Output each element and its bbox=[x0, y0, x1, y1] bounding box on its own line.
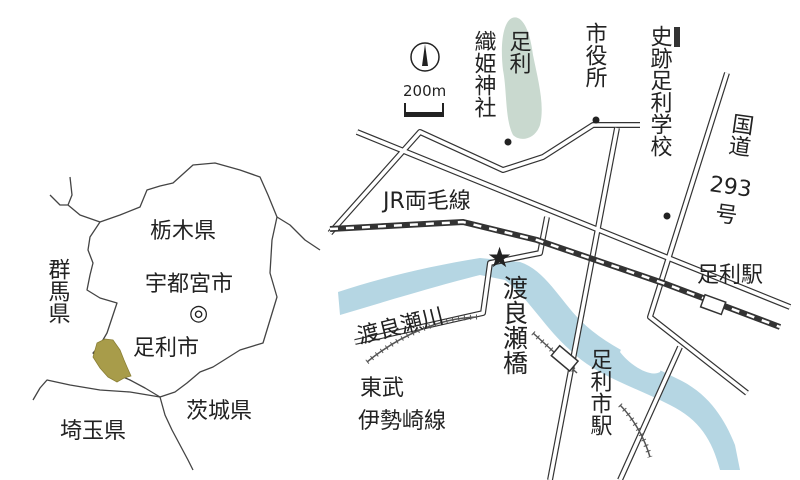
tobu-label-1: 東武 bbox=[360, 376, 404, 401]
city-hall-label: 市役所 bbox=[582, 22, 608, 88]
scale-label: 200m bbox=[403, 82, 446, 100]
school-marker bbox=[663, 212, 671, 220]
ashikagashi-station-icon bbox=[550, 344, 580, 373]
capital-symbol-icon: ◎ bbox=[189, 301, 208, 326]
shrine-label-2: 織姫神社 bbox=[471, 30, 497, 118]
ibaraki-label: 茨城県 bbox=[186, 399, 252, 424]
route-293-label: 国道 293 号 bbox=[708, 111, 756, 227]
jr-station-label: 足利駅 bbox=[697, 263, 763, 288]
saitama-label: 埼玉県 bbox=[60, 419, 126, 444]
scale-bar-fill bbox=[405, 112, 443, 116]
route-label-3: 号 bbox=[710, 201, 738, 227]
jr-line-label: JR両毛線 bbox=[381, 189, 471, 214]
bridge-star-icon: ★ bbox=[487, 241, 512, 274]
route-label-2: 293 bbox=[708, 172, 753, 203]
gunma-border bbox=[49, 176, 101, 223]
utsunomiya-label: 宇都宮市 bbox=[145, 272, 233, 297]
ashikaga-area bbox=[92, 338, 132, 383]
ashikaga-station-icon bbox=[699, 293, 727, 316]
park-area bbox=[501, 17, 542, 139]
tochigi-label: 栃木県 bbox=[150, 219, 216, 244]
bridge-label: 渡良瀬橋 bbox=[500, 275, 529, 375]
shrine-marker bbox=[504, 138, 512, 146]
school-label: 史跡足利学校 bbox=[647, 25, 673, 157]
inset-map: 栃木県 宇都宮市 ◎ 足利市 群馬県 埼玉県 茨城県 bbox=[32, 162, 321, 471]
saitama-border bbox=[32, 379, 161, 401]
ashikaga-city-label: 足利市 bbox=[133, 336, 199, 361]
jr-ryomo-line-dashes bbox=[329, 220, 781, 329]
tobu-isesaki-line-ticks bbox=[365, 314, 478, 364]
river-island bbox=[620, 340, 661, 374]
tobu-station-label: 足利市駅 bbox=[587, 348, 613, 436]
river-label: 渡良瀬川 bbox=[355, 304, 446, 350]
route-label-1: 国道 bbox=[724, 111, 756, 159]
detail-map: 200m ★ 足利 織姫神社 市役所 史跡足利学校 国道 293 号 JR両毛線… bbox=[327, 17, 792, 480]
city-hall-marker bbox=[592, 116, 600, 124]
north-arrow-icon bbox=[410, 42, 440, 72]
shrine-label-1: 足利 bbox=[506, 30, 532, 74]
ibaraki-border bbox=[159, 216, 321, 471]
watarase-river bbox=[338, 258, 740, 470]
tobu-label-2: 伊勢崎線 bbox=[358, 409, 446, 434]
gunma-label: 群馬県 bbox=[45, 258, 71, 324]
